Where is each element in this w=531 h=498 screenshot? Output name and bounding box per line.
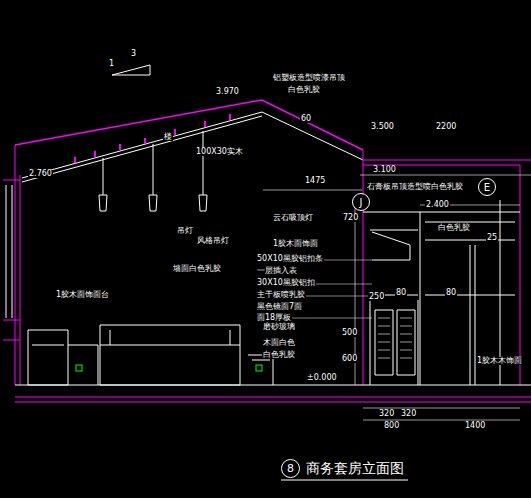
annotation: 320	[400, 410, 417, 418]
annotation: 风格吊灯	[196, 237, 230, 245]
annotation: 主干板喷乳胶	[256, 291, 306, 299]
annotation: 楼	[163, 133, 173, 141]
annotation: 石膏板吊顶造型喷白色乳胶	[366, 183, 464, 191]
callout-letter: 8	[287, 462, 294, 475]
annotation: 25	[486, 234, 498, 242]
callout-letter: E	[484, 182, 490, 193]
annotation: 2200	[435, 123, 457, 131]
annotation: 1	[108, 60, 115, 68]
annotation: 白色乳胶	[287, 86, 321, 94]
annotation: 30X10黑胶铝扣	[256, 279, 316, 287]
caption: 商务套房立面图	[306, 461, 404, 475]
annotation: 80	[395, 289, 407, 297]
annotation: 1胶木木饰面	[476, 357, 523, 365]
annotation: 1475	[304, 177, 326, 185]
annotation: 木面白色	[262, 339, 296, 347]
annotation: 500	[341, 329, 358, 337]
annotation: 1400	[464, 422, 486, 430]
annotation: 1胶木面饰面台	[55, 291, 110, 299]
callout-circle: 8	[281, 459, 300, 478]
annotation: 铝塑板造型喷漆吊顶	[272, 74, 346, 82]
annotation: 250	[368, 293, 385, 301]
annotation: 墙面白色乳胶	[172, 265, 222, 273]
annotation: 黑色镜面7面	[256, 303, 303, 311]
annotation: 白色乳胶	[262, 351, 296, 359]
annotation: 磨砂玻璃	[262, 323, 296, 331]
annotation: 一层插入表	[256, 267, 298, 275]
annotation: 3.500	[370, 123, 395, 131]
annotation: 2.760	[28, 170, 53, 178]
annotation: 云石吸顶灯	[272, 214, 314, 222]
annotation: 3.100	[372, 166, 397, 174]
annotation: 50X10黑胶铝扣条	[256, 255, 324, 263]
callout-circle: E	[478, 178, 496, 196]
callout-circle: J	[352, 193, 370, 211]
annotation: 面18厚板	[256, 314, 292, 322]
annotation: 720	[342, 214, 359, 222]
annotation: 白色乳胶	[437, 224, 471, 232]
annotation: 80	[445, 289, 457, 297]
annotation: 1胶木面饰面	[272, 240, 319, 248]
annotation: 吊灯	[176, 227, 194, 235]
annotation: 3.970	[215, 88, 240, 96]
callout-letter: J	[360, 197, 363, 208]
annotation: 100X30实木	[195, 148, 244, 156]
annotation: 800	[383, 422, 400, 430]
annotation: ±0.000	[306, 374, 338, 382]
annotation: 320	[378, 410, 395, 418]
annotation: 2.400	[425, 201, 450, 209]
annotation: 3	[130, 50, 137, 58]
annotation: 600	[341, 355, 358, 363]
annotation: 60	[300, 115, 312, 123]
